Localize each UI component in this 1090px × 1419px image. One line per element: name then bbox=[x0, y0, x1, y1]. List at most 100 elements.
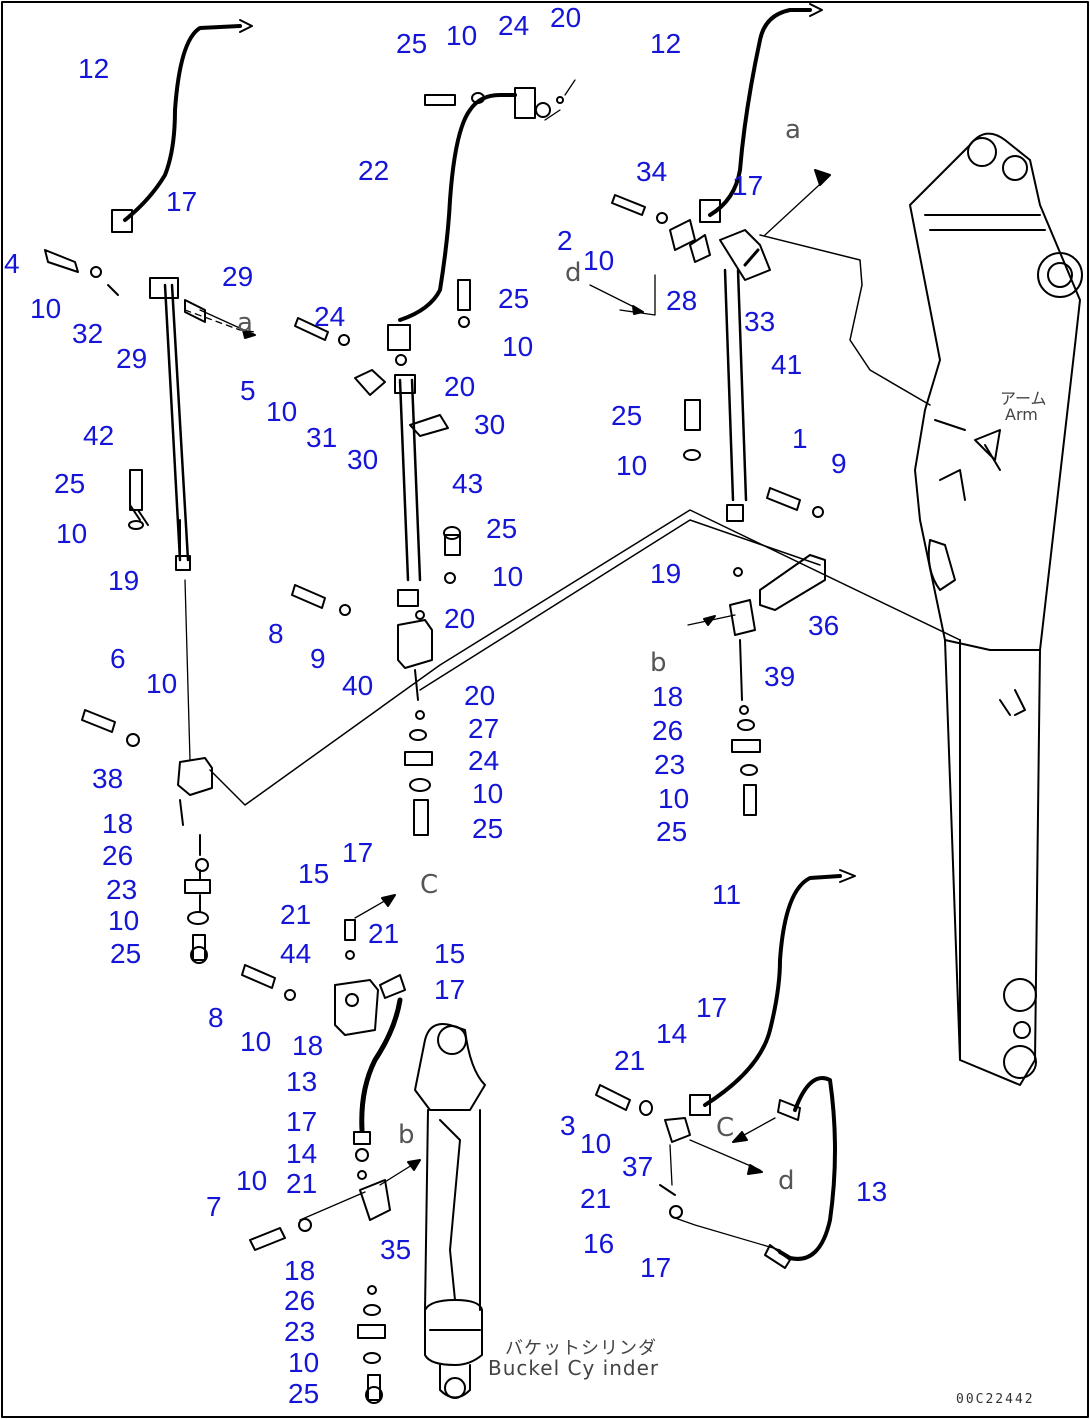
part-label: 26 bbox=[102, 840, 134, 871]
part-label: 22 bbox=[358, 155, 390, 186]
fitting-15-top bbox=[344, 919, 356, 941]
clamp-29a bbox=[149, 277, 179, 299]
part-label: 19 bbox=[108, 565, 140, 596]
part-label: 20 bbox=[444, 603, 476, 634]
part-label: 10 bbox=[108, 905, 140, 936]
bolt-25-mid2 bbox=[444, 534, 461, 556]
hose-12-left bbox=[123, 24, 242, 222]
bolt-3 bbox=[595, 1084, 631, 1111]
part-label: 25 bbox=[498, 283, 530, 314]
part-label: 13 bbox=[286, 1066, 318, 1097]
ref-letter-b: b bbox=[650, 648, 667, 678]
arm-label-en: Arm bbox=[1005, 405, 1038, 424]
part-label: 17 bbox=[166, 186, 198, 217]
part-label: 15 bbox=[434, 938, 466, 969]
connect-line-1 bbox=[209, 509, 961, 806]
bolt-2 bbox=[611, 194, 646, 216]
bucket-cylinder-label-jp: バケットシリンダ bbox=[505, 1338, 657, 1359]
bolt-25-left bbox=[129, 504, 149, 526]
block-38 bbox=[177, 757, 213, 796]
part-label: 9 bbox=[831, 448, 847, 479]
block-44 bbox=[334, 979, 379, 1036]
part-label: 6 bbox=[110, 643, 126, 674]
tube-41 bbox=[723, 268, 748, 502]
block-37 bbox=[664, 1117, 691, 1143]
bolt-25-mid bbox=[457, 279, 471, 311]
fitting-17-right bbox=[699, 199, 721, 223]
part-label: 3 bbox=[560, 1110, 576, 1141]
part-label: 16 bbox=[583, 1228, 615, 1259]
part-label: 24 bbox=[498, 10, 530, 41]
ref-letter-b: b bbox=[398, 1120, 415, 1150]
part-label: 18 bbox=[652, 681, 684, 712]
fitting-17-left bbox=[111, 209, 133, 233]
part-label: 30 bbox=[347, 444, 379, 475]
part-label: 30 bbox=[474, 409, 506, 440]
bolt-5 bbox=[294, 317, 329, 341]
part-label: 32 bbox=[72, 318, 104, 349]
ref-letter-a: a bbox=[785, 115, 801, 145]
part-label: 10 bbox=[56, 518, 88, 549]
part-label: 43 bbox=[452, 468, 484, 499]
part-label: 35 bbox=[380, 1234, 412, 1265]
part-label: 10 bbox=[472, 778, 504, 809]
ref-letter-a: a bbox=[237, 308, 253, 338]
part-label: 25 bbox=[472, 813, 504, 844]
part-label: 8 bbox=[208, 1002, 224, 1033]
part-label: 44 bbox=[280, 938, 312, 969]
part-label: 20 bbox=[550, 2, 582, 33]
clamp-33 bbox=[719, 229, 771, 281]
block-36 bbox=[759, 554, 826, 611]
drawing-code: 00C22442 bbox=[956, 1392, 1035, 1407]
part-label: 33 bbox=[744, 306, 776, 337]
ref-letter-d: d bbox=[565, 258, 582, 288]
block-40 bbox=[397, 619, 433, 669]
part-label: 10 bbox=[266, 396, 298, 427]
part-label: 26 bbox=[284, 1285, 316, 1316]
part-label: 25 bbox=[54, 468, 86, 499]
part-label: 17 bbox=[640, 1252, 672, 1283]
part-label: 24 bbox=[314, 301, 346, 332]
bracket-39 bbox=[729, 599, 756, 636]
part-label: 21 bbox=[580, 1183, 612, 1214]
part-label: 10 bbox=[583, 245, 615, 276]
ref-letter-d: d bbox=[778, 1166, 795, 1196]
hose-13-left bbox=[359, 997, 403, 1133]
part-label: 11 bbox=[712, 879, 742, 910]
fitting-24-top bbox=[514, 87, 536, 119]
fitting-15-right bbox=[379, 974, 406, 999]
part-label: 25 bbox=[396, 28, 428, 59]
part-label: 13 bbox=[856, 1176, 888, 1207]
clamp-28 bbox=[689, 234, 711, 263]
arm-leader bbox=[759, 234, 931, 406]
part-label: 10 bbox=[616, 450, 648, 481]
part-label: 28 bbox=[666, 285, 698, 316]
part-label: 41 bbox=[771, 349, 803, 380]
part-label: 25 bbox=[611, 400, 643, 431]
bracket-35 bbox=[359, 1179, 391, 1221]
part-label: 1 bbox=[792, 423, 808, 454]
fitting-23-right bbox=[731, 739, 761, 753]
part-label: 10 bbox=[30, 293, 62, 324]
ref-letter-c: C bbox=[420, 870, 439, 900]
bolt-1 bbox=[766, 487, 801, 511]
clamp-30b bbox=[409, 414, 449, 437]
part-label: 21 bbox=[286, 1168, 318, 1199]
bucket-cylinder bbox=[414, 1023, 486, 1399]
part-label: 20 bbox=[444, 371, 476, 402]
part-label: 23 bbox=[654, 749, 686, 780]
part-label: 37 bbox=[622, 1151, 654, 1182]
part-label: 10 bbox=[288, 1347, 320, 1378]
part-label: 14 bbox=[286, 1138, 318, 1169]
clamp-29b bbox=[184, 299, 206, 323]
part-label: 21 bbox=[614, 1045, 646, 1076]
part-label: 23 bbox=[284, 1316, 316, 1347]
bolt-6 bbox=[81, 709, 116, 733]
part-label: 10 bbox=[658, 783, 690, 814]
part-label: 15 bbox=[298, 858, 330, 889]
hose-11 bbox=[703, 874, 842, 1107]
bucket-cylinder-label-en: Buckel Cy inder bbox=[488, 1356, 660, 1380]
part-label: 36 bbox=[808, 610, 840, 641]
